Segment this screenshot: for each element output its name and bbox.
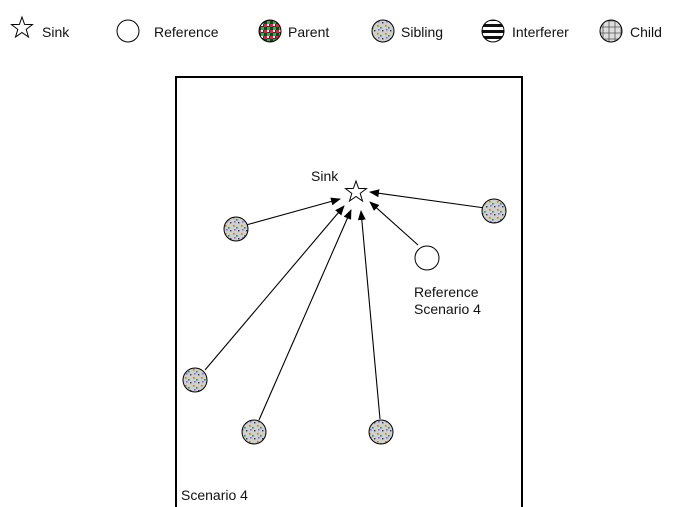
arrow-node-bottom-right (357, 210, 381, 420)
sibling-node-bottom-right (368, 419, 394, 445)
reference-label-line1: Reference (414, 284, 479, 300)
reference-label-line2: Scenario 4 (414, 301, 481, 317)
sink-label: Sink (311, 168, 339, 184)
legend-item-reference: Reference (116, 19, 219, 43)
scenario-label: Scenario 4 (181, 487, 248, 503)
sibling-node-left (182, 367, 208, 393)
arrow-node-upper-left (245, 197, 341, 226)
sink-node: Sink (311, 168, 368, 203)
arrow-node-left (204, 205, 345, 371)
interferer-node-icon (481, 19, 505, 43)
legend-sibling-label: Sibling (401, 24, 443, 40)
sibling-nodes (182, 198, 507, 445)
legend-reference-label: Reference (154, 24, 219, 40)
sibling-node-bottom-left (241, 419, 267, 445)
arrows (204, 189, 486, 421)
sibling-node-icon (371, 19, 395, 43)
parent-node-icon (258, 19, 282, 43)
legend: Sink Reference Parent Sibling Interferer… (10, 15, 662, 43)
sibling-node-upper-left (223, 216, 249, 242)
reference-node: Reference Scenario 4 (414, 245, 481, 317)
legend-sink-label: Sink (42, 24, 70, 40)
legend-item-child: Child (599, 19, 662, 43)
sink-star-icon (344, 179, 368, 203)
legend-item-parent: Parent (258, 19, 329, 43)
legend-interferer-label: Interferer (512, 24, 569, 40)
legend-item-sibling: Sibling (371, 19, 443, 43)
reference-circle-icon (414, 245, 440, 271)
child-node-icon (599, 19, 623, 43)
reference-circle-icon (116, 19, 140, 43)
sink-star-icon (10, 15, 34, 39)
legend-item-interferer: Interferer (481, 19, 569, 43)
arrow-reference (369, 201, 419, 246)
arrow-node-upper-right (369, 189, 486, 209)
legend-parent-label: Parent (288, 24, 329, 40)
sibling-node-upper-right (481, 198, 507, 224)
arrow-node-bottom-left (258, 209, 352, 421)
scenario-frame (175, 76, 523, 507)
legend-child-label: Child (630, 24, 662, 40)
legend-item-sink: Sink (10, 15, 70, 40)
